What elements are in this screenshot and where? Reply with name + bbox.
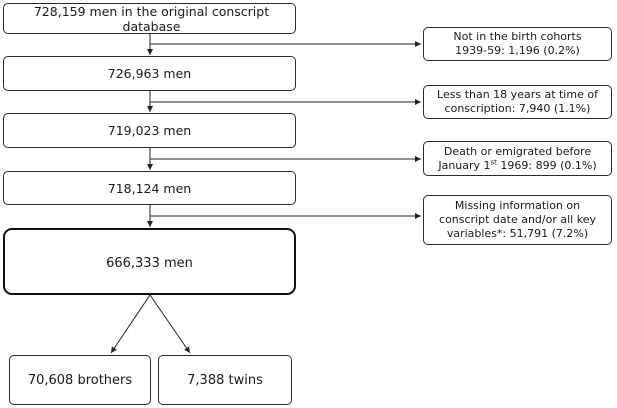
box-death-filtered-label: 718,124 men	[107, 180, 192, 196]
box-age-filtered-label: 719,023 men	[107, 123, 192, 138]
box-cohort-filtered: 726,963 men	[3, 56, 296, 91]
box-final-cohort-label: 666,333 men	[106, 256, 193, 271]
exclusion-3-line2: January 1st 1969: 899 (0.1%)	[438, 157, 597, 173]
exclusion-3-line1: Death or emigrated before	[443, 144, 592, 158]
box-death-filtered: 718,124 men	[3, 171, 296, 205]
box-brothers: 70,608 brothers	[9, 355, 151, 405]
arrow-to-twins	[149, 294, 191, 354]
box-exclusion-death-emigration: Death or emigrated before January 1st 19…	[423, 141, 612, 176]
box-age-filtered: 719,023 men	[3, 113, 296, 148]
exclusion-3-line2-pre: January 1	[438, 158, 491, 172]
box-brothers-label: 70,608 brothers	[27, 372, 133, 388]
exclusion-4-line3: variables*: 51,791 (7.2%)	[446, 227, 589, 240]
exclusion-2-line1: Less than 18 years at time of	[437, 88, 598, 101]
arrow-to-brothers	[110, 294, 151, 354]
exclusion-3-line2-post: 1969: 899 (0.1%)	[496, 158, 597, 172]
exclusion-4-line2: conscript date and/or all key	[439, 213, 596, 226]
box-original-database: 728,159 men in the original conscript da…	[3, 3, 296, 34]
exclusion-4-line1: Missing information on	[454, 199, 581, 212]
box-cohort-filtered-label: 726,963 men	[107, 66, 192, 81]
exclusion-2-line2: conscription: 7,940 (1.1%)	[444, 102, 591, 115]
exclusion-3-line2-sup: st	[490, 157, 497, 166]
box-final-cohort: 666,333 men	[3, 228, 296, 295]
box-original-database-label: 728,159 men in the original conscript da…	[33, 3, 270, 34]
box-exclusion-missing-info: Missing information on conscript date an…	[423, 195, 612, 245]
box-twins-label: 7,388 twins	[187, 372, 263, 388]
box-exclusion-age: Less than 18 years at time of conscripti…	[423, 85, 612, 119]
exclusion-1-line2: 1939-59: 1,196 (0.2%)	[455, 44, 580, 57]
box-exclusion-birth-cohort: Not in the birth cohorts 1939-59: 1,196 …	[423, 27, 612, 61]
box-twins: 7,388 twins	[158, 355, 292, 405]
exclusion-1-line1: Not in the birth cohorts	[453, 30, 582, 43]
